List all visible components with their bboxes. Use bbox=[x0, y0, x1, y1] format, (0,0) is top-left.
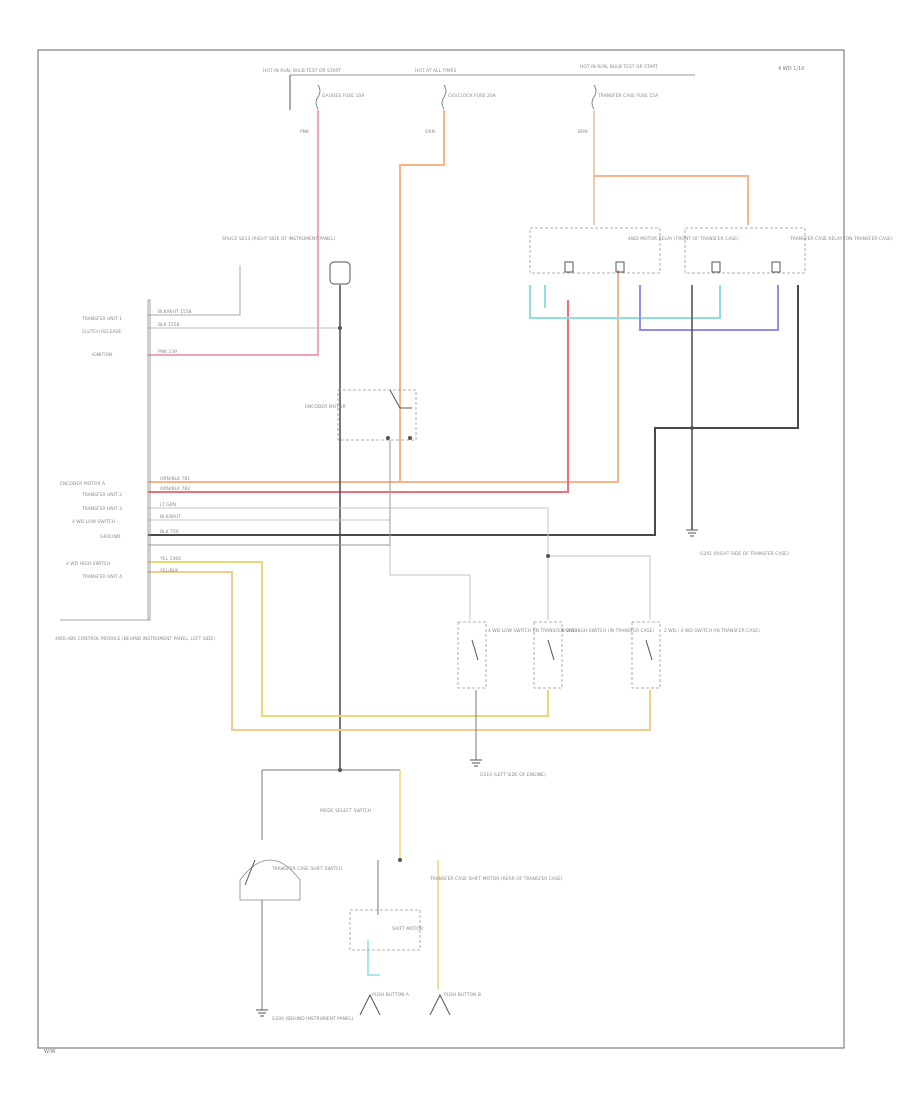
module-pin-6-wire: LT GRN bbox=[160, 502, 176, 508]
module-pin-3: IGNITION bbox=[92, 352, 113, 358]
wire-orange-2 bbox=[148, 270, 619, 483]
fuse-2-icon bbox=[441, 84, 447, 110]
push-button-b-icon bbox=[429, 993, 451, 1016]
shift-motor-label: SHIFT MOTOR bbox=[392, 926, 423, 932]
wire-gray-2 bbox=[148, 507, 549, 620]
diagram-frame bbox=[37, 49, 845, 1049]
push-button-a-label: PUSH BUTTON A bbox=[372, 992, 410, 998]
module-pin-4-wire: ORN/BLK 781 bbox=[160, 476, 190, 482]
ground-right-icon bbox=[686, 529, 698, 537]
module-pin-3-wire: PNK 139 bbox=[158, 349, 177, 355]
relay-right-label: TRANSFER CASE RELAY (ON TRANSFER CASE) bbox=[789, 236, 893, 242]
switch-2-label: 4 WD HIGH SWITCH (IN TRANSFER CASE) bbox=[562, 628, 655, 634]
module-pin-10-wire: YEL/BLK bbox=[159, 568, 179, 574]
fuse-2-name: CIG/CLOCK FUSE 20A bbox=[448, 93, 497, 99]
module-pin-6: TRANSFER UNIT 3 bbox=[81, 506, 122, 512]
module-pin-2-wire: BLK 1558 bbox=[158, 322, 180, 328]
module-pin-1-wire: BLK/WHT 1558 bbox=[158, 309, 192, 315]
wire-tan-bridge bbox=[594, 175, 749, 225]
module-name: 4WD ABS CONTROL MODULE (BEHIND INSTRUMEN… bbox=[55, 636, 215, 642]
relay-right: TRANSFER CASE RELAY (ON TRANSFER CASE) bbox=[684, 227, 893, 274]
module-pin-1: TRANSFER UNIT 1 bbox=[81, 316, 122, 322]
module-pin-9: 4 WD HIGH SWITCH bbox=[66, 561, 110, 567]
module-pin-5-wire: ORN/BLK 782 bbox=[160, 486, 190, 492]
switch-1-icon bbox=[471, 639, 479, 661]
fuse-3-label: HOT IN RUN, BULB TEST OR START bbox=[580, 64, 658, 70]
wire-gray-5 bbox=[148, 440, 391, 546]
relay-left: 4WD MOTOR RELAY (FRONT OF TRANSFER CASE) bbox=[529, 227, 739, 274]
corner-label: 4 WD 1/10 bbox=[778, 66, 804, 72]
module-pin-5: TRANSFER UNIT 2 bbox=[81, 492, 122, 498]
fuse-1-name: GAUGES FUSE 10A bbox=[322, 93, 365, 99]
wires bbox=[148, 110, 799, 1010]
encoder-switch-icon bbox=[389, 389, 412, 409]
switch-3-icon bbox=[645, 639, 653, 661]
motor-label: TRANSFER CASE SHIFT MOTOR (REAR OF TRANS… bbox=[429, 876, 563, 882]
module-pin-9-wire: YEL 1566 bbox=[159, 556, 181, 562]
splice-points bbox=[338, 326, 694, 862]
mode-switch-label: TRANSFER CASE SHIFT SWITCH bbox=[271, 866, 342, 872]
control-module: 4WD ABS CONTROL MODULE (BEHIND INSTRUMEN… bbox=[55, 299, 215, 642]
fuse-1-wire: PNK bbox=[300, 129, 310, 135]
mode-switch-icon bbox=[239, 859, 301, 901]
wire-purple bbox=[639, 285, 779, 331]
module-pin-2: CLUTCH RELEASE bbox=[82, 329, 121, 335]
wire-yellow-2 bbox=[148, 571, 651, 731]
module-pin-10: TRANSFER UNIT 4 bbox=[81, 574, 122, 580]
wire-yellow-1 bbox=[148, 561, 549, 717]
push-button-b-label: PUSH BUTTON B bbox=[444, 992, 481, 998]
wire-gray-3 bbox=[148, 519, 471, 620]
wire-gray-6 bbox=[148, 265, 241, 316]
relay-left-label: 4WD MOTOR RELAY (FRONT OF TRANSFER CASE) bbox=[628, 236, 739, 242]
page-tag: W/W bbox=[44, 1049, 56, 1055]
wire-orange bbox=[399, 110, 445, 482]
ground-mid-label: G110 (LEFT SIDE OF ENGINE) bbox=[480, 772, 546, 778]
wire-pink bbox=[148, 110, 319, 356]
module-pin-7-wire: BLK/WHT bbox=[160, 514, 181, 520]
wire-light-blue bbox=[529, 285, 721, 319]
module-pin-7: 4 WD LOW SWITCH bbox=[72, 519, 115, 525]
ground-right-label: G201 (RIGHT SIDE OF TRANSFER CASE) bbox=[700, 551, 789, 557]
encoder-motor: ENCODER MOTOR bbox=[305, 261, 417, 441]
fuse-1-label: HOT IN RUN, BULB TEST OR START bbox=[263, 68, 341, 74]
transfer-switches: 4 WD LOW SWITCH (IN TRANSFER CASE) 4 WD … bbox=[457, 621, 760, 689]
wire-dark-gray bbox=[148, 285, 799, 536]
top-power-bus: HOT IN RUN, BULB TEST OR START HOT AT AL… bbox=[263, 64, 695, 135]
lower-section: TRANSFER CASE SHIFT SWITCH MODE SELECT S… bbox=[239, 808, 563, 1022]
fuse-3-wire: BRN bbox=[578, 129, 588, 135]
push-button-a-icon bbox=[359, 993, 381, 1016]
switch-2-icon bbox=[547, 639, 555, 661]
fuse-2-wire: ORN bbox=[425, 129, 435, 135]
module-pin-4: ENCODER MOTOR A bbox=[60, 481, 106, 487]
fuse-2-label: HOT AT ALL TIMES bbox=[415, 68, 456, 74]
mode-select-label: MODE SELECT SWITCH bbox=[320, 808, 371, 814]
fuse-3-name: TRANSFER CASE FUSE 15A bbox=[597, 93, 659, 99]
wire-gray-4 bbox=[548, 555, 651, 620]
module-pin-8: GROUND bbox=[100, 534, 121, 540]
ground-mid-icon bbox=[470, 759, 482, 767]
fuse-3-icon bbox=[591, 84, 597, 110]
top-splice-label: SPLICE S213 (RIGHT SIDE OF INSTRUMENT PA… bbox=[222, 236, 336, 242]
wire-red bbox=[148, 300, 569, 493]
fuse-1-icon bbox=[315, 84, 321, 110]
wire-lower-lb bbox=[367, 940, 380, 976]
encoder-label: ENCODER MOTOR bbox=[305, 404, 346, 410]
ground-bottom-icon bbox=[256, 1009, 268, 1017]
ground-bottom-label: G200 (BEHIND INSTRUMENT PANEL) bbox=[272, 1016, 353, 1022]
module-pin-8-wire: BLK 750 bbox=[160, 529, 179, 535]
switch-3-label: 2 WD / 4 WD SWITCH (IN TRANSFER CASE) bbox=[664, 628, 760, 634]
switch-1-label: 4 WD LOW SWITCH (IN TRANSFER CASE) bbox=[488, 628, 579, 634]
